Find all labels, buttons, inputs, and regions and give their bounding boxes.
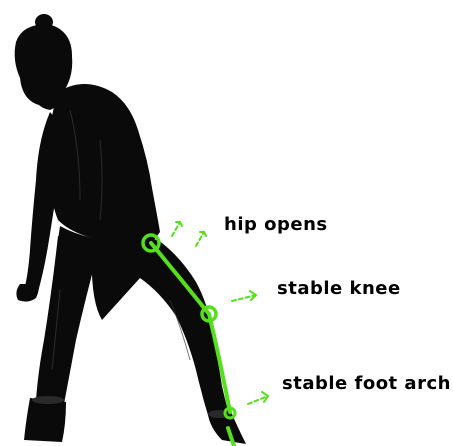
- knee-label: stable knee: [277, 278, 401, 299]
- hip-label: hip opens: [224, 214, 328, 235]
- foot-arrow-icon: [248, 392, 268, 404]
- figure-silhouette: [15, 14, 246, 444]
- knee-arrow-icon: [232, 291, 256, 301]
- foot-label: stable foot arch: [282, 373, 451, 394]
- hip-arrow-icon: [172, 222, 206, 246]
